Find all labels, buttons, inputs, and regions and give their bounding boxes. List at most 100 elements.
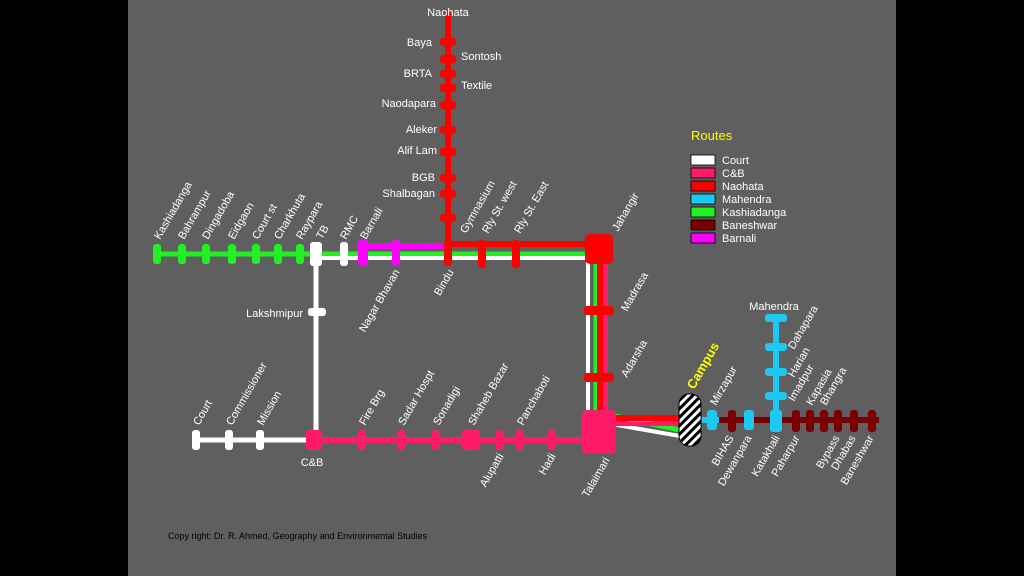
station-sonadigi[interactable] bbox=[432, 430, 440, 450]
station-bihas[interactable] bbox=[728, 410, 736, 432]
station-shaheb-bazar[interactable] bbox=[462, 430, 480, 450]
station-bypass[interactable] bbox=[834, 410, 842, 432]
station-dahapara[interactable] bbox=[765, 343, 787, 351]
station-rmc[interactable] bbox=[340, 242, 348, 266]
legend-title: Routes bbox=[691, 128, 733, 143]
station-tb[interactable] bbox=[310, 242, 322, 266]
legend: Routes CourtC&BNaohataMahendraKashiadang… bbox=[690, 128, 787, 245]
station-adarsha[interactable] bbox=[584, 373, 614, 382]
label-rmc: RMC bbox=[338, 214, 361, 242]
label-textile: Textile bbox=[461, 80, 492, 92]
station-barnali[interactable] bbox=[358, 240, 368, 266]
station-bahrampur[interactable] bbox=[178, 244, 186, 264]
station-lakshmipur[interactable] bbox=[308, 308, 326, 316]
label-brta: BRTA bbox=[404, 68, 433, 80]
station-sadar-hospt[interactable] bbox=[397, 430, 405, 450]
station-court[interactable] bbox=[192, 430, 200, 450]
label-rly-east: Rly St. East bbox=[512, 180, 551, 236]
station-kashiadanga[interactable] bbox=[153, 244, 161, 264]
legend-swatch-1 bbox=[690, 167, 716, 179]
station-imadpur[interactable] bbox=[765, 392, 787, 400]
label-alif-lam: Alif Lam bbox=[397, 145, 437, 157]
station-fire-brg[interactable] bbox=[358, 430, 366, 450]
map-canvas bbox=[128, 0, 896, 576]
label-bgb: BGB bbox=[412, 172, 435, 184]
label-hadi: Hadi bbox=[537, 452, 559, 478]
legend-label-1: C&B bbox=[722, 168, 745, 180]
mahendra-line bbox=[697, 315, 779, 423]
label-tb: TB bbox=[314, 223, 331, 241]
label-barnali: Barnali bbox=[358, 206, 386, 242]
station-kapasia[interactable] bbox=[806, 410, 814, 432]
label-adarsha: Adarsha bbox=[619, 337, 650, 379]
station-alif-lam[interactable] bbox=[440, 148, 456, 156]
station-nagar-bhavan[interactable] bbox=[392, 240, 400, 266]
station-gymnasium[interactable] bbox=[440, 214, 456, 222]
station-campus[interactable] bbox=[678, 393, 702, 447]
legend-label-6: Barnali bbox=[722, 233, 756, 245]
station-baneshwar[interactable] bbox=[868, 410, 876, 432]
legend-label-5: Baneshwar bbox=[722, 220, 777, 232]
label-sadar-hospt: Sadar Hospt bbox=[396, 369, 437, 428]
label-mission: Mission bbox=[255, 389, 284, 427]
station-cb[interactable] bbox=[306, 430, 322, 450]
station-dhabas[interactable] bbox=[850, 410, 858, 432]
label-panchaboti: Panchaboti bbox=[515, 374, 553, 428]
label-shaheb-bazar: Shaheb Bazar bbox=[466, 361, 511, 428]
station-panchaboti[interactable] bbox=[516, 430, 524, 450]
station-textile[interactable] bbox=[440, 84, 456, 92]
label-nagar-bhavan: Nagar Bhavan bbox=[357, 268, 403, 335]
station-paharpur[interactable] bbox=[792, 410, 800, 432]
station-rly-east[interactable] bbox=[512, 240, 520, 268]
station-aleker[interactable] bbox=[440, 126, 456, 134]
station-mahendra[interactable] bbox=[765, 314, 787, 322]
station-mission[interactable] bbox=[256, 430, 264, 450]
label-shalbagan: Shalbagan bbox=[382, 188, 435, 200]
label-aleker: Aleker bbox=[406, 124, 438, 136]
station-markers bbox=[153, 38, 876, 454]
court-line bbox=[193, 251, 319, 443]
legend-label-2: Naohata bbox=[722, 181, 764, 193]
label-baya: Baya bbox=[407, 37, 433, 49]
station-rly-west[interactable] bbox=[478, 240, 486, 268]
station-mirzapur[interactable] bbox=[707, 410, 717, 430]
label-bindu: Bindu bbox=[432, 268, 456, 298]
label-naohata: Naohata bbox=[427, 7, 469, 19]
station-madrasa[interactable] bbox=[584, 306, 614, 315]
label-fire-brg: Fire Brg bbox=[357, 388, 387, 428]
label-lakshmipur: Lakshmipur bbox=[246, 308, 303, 320]
station-court-st[interactable] bbox=[252, 244, 260, 264]
station-baya-sontosh[interactable] bbox=[440, 55, 456, 63]
station-naohata[interactable] bbox=[440, 38, 456, 46]
station-bindu[interactable] bbox=[444, 240, 452, 266]
station-brta[interactable] bbox=[440, 70, 456, 78]
label-alupatti: Alupatti bbox=[478, 452, 507, 490]
label-talaimari: Talaimari bbox=[580, 456, 612, 500]
label-naodapara: Naodapara bbox=[382, 98, 437, 110]
station-katakhali[interactable] bbox=[770, 410, 782, 432]
label-mahendra: Mahendra bbox=[749, 301, 799, 313]
station-eidgaon[interactable] bbox=[228, 244, 236, 264]
legend-swatch-5 bbox=[690, 219, 716, 231]
station-naodapara[interactable] bbox=[440, 101, 456, 109]
label-madrasa: Madrasa bbox=[619, 270, 651, 314]
station-harian[interactable] bbox=[765, 368, 787, 376]
label-mirzapur: Mirzapur bbox=[708, 364, 740, 407]
legend-swatch-0 bbox=[690, 154, 716, 166]
station-shalbagan[interactable] bbox=[440, 190, 456, 198]
naohata-line bbox=[445, 12, 683, 421]
station-dingadoba[interactable] bbox=[202, 244, 210, 264]
station-raypara[interactable] bbox=[296, 244, 304, 264]
station-dewanpara[interactable] bbox=[744, 410, 754, 430]
station-charkhuta[interactable] bbox=[274, 244, 282, 264]
station-talaimari[interactable] bbox=[582, 410, 616, 454]
station-commissioner[interactable] bbox=[225, 430, 233, 450]
station-bgb[interactable] bbox=[440, 174, 456, 182]
station-hadi[interactable] bbox=[548, 430, 556, 450]
station-alupatti[interactable] bbox=[496, 430, 504, 450]
station-jahangir[interactable] bbox=[585, 234, 613, 264]
station-bhangra[interactable] bbox=[820, 410, 828, 432]
label-jahangir: Jahangir bbox=[610, 191, 642, 234]
legend-items: CourtC&BNaohataMahendraKashiadangaBanesh… bbox=[690, 154, 787, 245]
